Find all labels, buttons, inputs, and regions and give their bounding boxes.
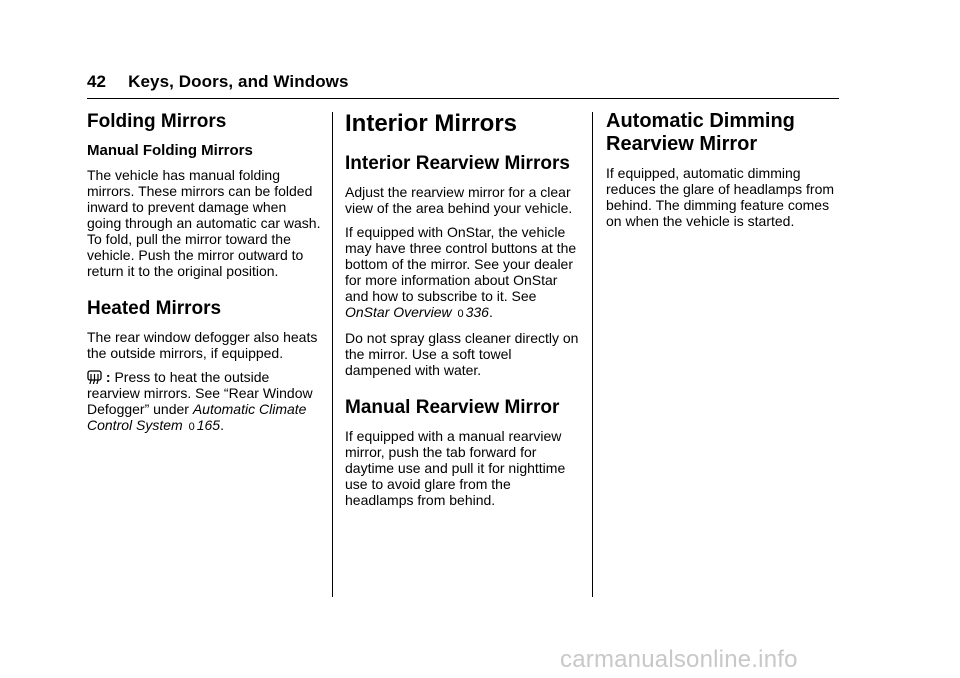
onstar-text: If equipped with OnStar, the vehicle may… bbox=[345, 224, 577, 304]
section-heading-manual-rearview: Manual Rearview Mirror bbox=[345, 397, 560, 418]
column-1: Folding Mirrors Manual Folding Mirrors T… bbox=[87, 110, 323, 443]
chapter-title: Keys, Doors, and Windows bbox=[128, 72, 349, 91]
paragraph-onstar: If equipped with OnStar, the vehicle may… bbox=[345, 224, 581, 322]
defog-colon: : bbox=[105, 369, 111, 385]
section-heading-interior-mirrors: Interior Mirrors bbox=[345, 110, 518, 137]
defog-cross-reference[interactable]: Automatic Climate Control System bbox=[87, 401, 307, 433]
column-3: Automatic Dimming Rearview Mirror If equ… bbox=[606, 110, 842, 237]
subheading-manual-folding-mirrors: Manual Folding Mirrors bbox=[87, 142, 253, 159]
header-rule bbox=[87, 98, 839, 99]
watermark: carmanualsonline.info bbox=[560, 646, 798, 673]
section-heading-heated-mirrors: Heated Mirrors bbox=[87, 298, 222, 319]
paragraph-adjust: Adjust the rearview mirror for a clear v… bbox=[345, 184, 573, 216]
onstar-end: . bbox=[488, 304, 493, 320]
paragraph-cleaning: Do not spray glass cleaner directly on t… bbox=[345, 330, 579, 378]
paragraph-manual-rearview: If equipped with a manual rearview mirro… bbox=[345, 428, 566, 508]
paragraph-heated: The rear window defogger also heats the … bbox=[87, 329, 318, 361]
column-2: Interior Mirrors Interior Rearview Mirro… bbox=[345, 110, 581, 516]
column-divider bbox=[592, 112, 593, 597]
section-heading-auto-dimming: Automatic Dimming Rearview Mirror bbox=[606, 110, 795, 155]
rear-defogger-icon bbox=[87, 370, 102, 385]
defog-ref-page[interactable]: 165 bbox=[196, 417, 221, 433]
section-heading-interior-rearview: Interior Rearview Mirrors bbox=[345, 153, 570, 174]
onstar-ref-page[interactable]: 336 bbox=[465, 304, 489, 320]
page-header: 42 Keys, Doors, and Windows bbox=[87, 72, 349, 92]
section-heading-folding-mirrors: Folding Mirrors bbox=[87, 111, 227, 132]
defog-text: Press to heat the outside rearview mirro… bbox=[87, 369, 313, 417]
paragraph-defog-button: : Press to heat the outside rearview mir… bbox=[87, 369, 323, 435]
xref-arrow-icon: 0 bbox=[188, 421, 195, 433]
paragraph-manual-folding: The vehicle has manual folding mirrors. … bbox=[87, 167, 321, 279]
onstar-cross-reference[interactable]: OnStar Overview bbox=[345, 304, 452, 320]
paragraph-auto-dimming: If equipped, automatic dimming reduces t… bbox=[606, 165, 835, 229]
defog-end: . bbox=[220, 417, 224, 433]
xref-arrow-icon: 0 bbox=[457, 308, 464, 320]
page-number: 42 bbox=[87, 72, 107, 91]
column-divider bbox=[332, 112, 333, 597]
